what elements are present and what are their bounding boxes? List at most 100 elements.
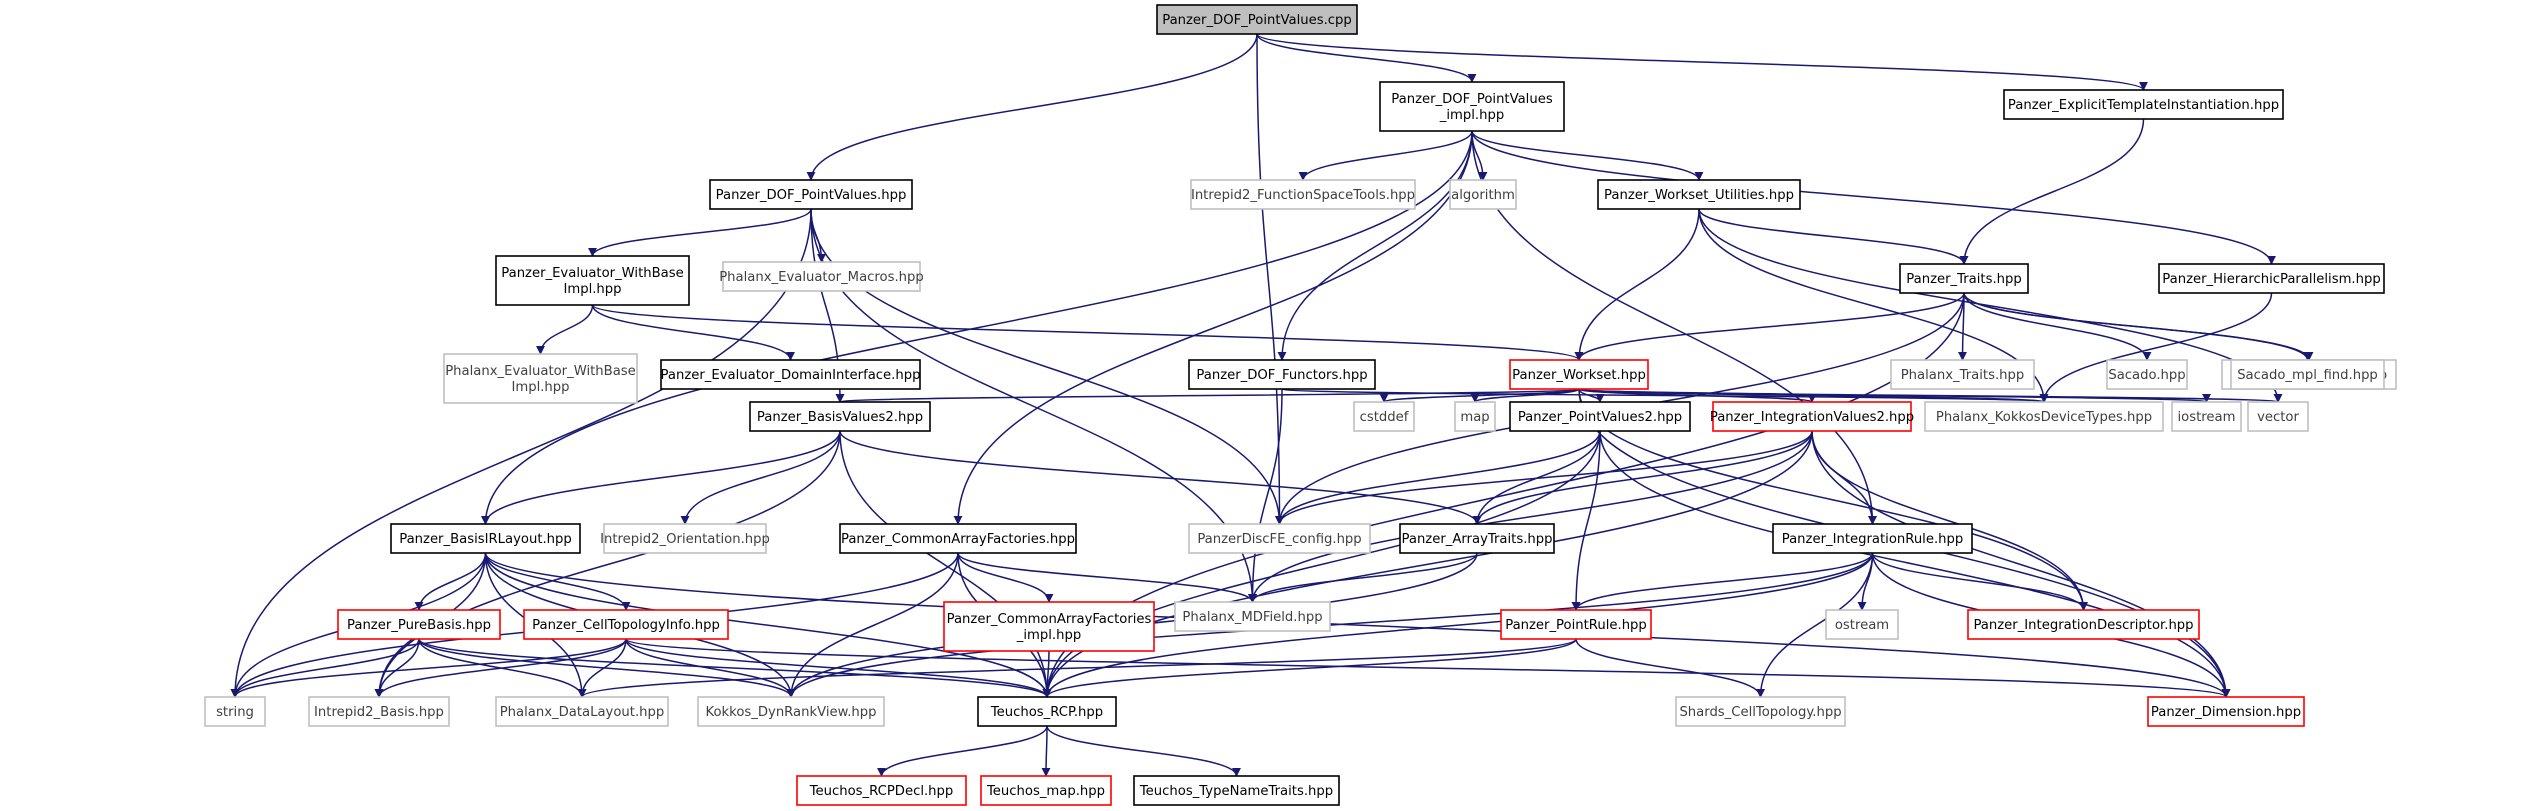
edge-line <box>577 638 1577 698</box>
edge-line <box>230 638 627 698</box>
edge-line <box>1275 430 1601 525</box>
file-node-label: Phalanx_Traits.hpp <box>1901 368 2025 383</box>
file-node[interactable]: Phalanx_Traits.hpp <box>1890 359 2035 390</box>
file-node[interactable]: PanzerDiscFE_config.hpp <box>1188 523 1371 554</box>
file-node-label: Panzer_Workset_Utilities.hpp <box>1604 188 1794 203</box>
file-node[interactable]: Kokkos_DynRankView.hpp <box>697 696 885 727</box>
file-node[interactable]: Phalanx_MDField.hpp <box>1174 601 1331 632</box>
file-node[interactable]: Panzer_CommonArrayFactories.hpp <box>839 523 1077 554</box>
edge-line <box>1275 430 1813 525</box>
file-node[interactable]: Phalanx_Evaluator_Macros.hpp <box>719 261 924 292</box>
dependency-edge <box>1963 292 2152 361</box>
file-node[interactable]: Panzer_PointRule.hpp <box>1500 609 1652 640</box>
file-node[interactable]: Sacado.hpp <box>2106 359 2188 390</box>
file-node-label: Panzer_ExplicitTemplateInstantiation.hpp <box>2008 98 2279 113</box>
file-node[interactable]: ostream <box>1825 609 1899 640</box>
file-node[interactable]: Phalanx_KokkosDeviceTypes.hpp <box>1924 401 2164 432</box>
file-node-box <box>1454 401 1496 432</box>
file-node-box <box>1509 401 1691 432</box>
file-node[interactable]: Panzer_PointValues2.hpp <box>1509 401 1691 432</box>
file-node[interactable]: Panzer_BasisValues2.hpp <box>749 401 931 432</box>
file-node-label: Panzer_DOF_PointValues <box>1391 92 1553 107</box>
file-node[interactable]: iostream <box>2171 401 2242 432</box>
file-node[interactable]: Panzer_DOF_PointValues.hpp <box>709 179 913 210</box>
dependency-edge <box>230 638 627 698</box>
file-node-label: Phalanx_MDField.hpp <box>1182 610 1322 625</box>
dependency-edge <box>1811 430 2231 698</box>
file-node[interactable]: Teuchos_RCPDecl.hpp <box>796 775 967 806</box>
file-node[interactable]: Teuchos_RCP.hpp <box>977 696 1117 727</box>
dependency-edge <box>1256 33 2148 91</box>
file-node-label: map <box>1460 410 1489 425</box>
dependency-edge <box>1277 130 1473 361</box>
file-node-label: string <box>216 705 254 720</box>
dependency-edge <box>680 430 841 525</box>
file-node[interactable]: Panzer_DOF_Functors.hpp <box>1188 359 1376 390</box>
file-node[interactable]: Panzer_CommonArrayFactories_impl.hpp <box>943 601 1155 652</box>
file-node[interactable]: Panzer_Traits.hpp <box>1899 263 2029 294</box>
file-node[interactable]: Intrepid2_Orientation.hpp <box>600 523 770 554</box>
edge-line <box>1575 638 1765 698</box>
edge-line <box>625 638 2231 698</box>
edge-line <box>1256 33 2148 91</box>
file-node[interactable]: map <box>1454 401 1496 432</box>
file-node[interactable]: Panzer_DOF_PointValues_impl.hpp <box>1379 81 1565 132</box>
file-node[interactable]: Sacado_mpl_find.hpp <box>2230 359 2385 390</box>
file-node-label: Kokkos_DynRankView.hpp <box>705 705 876 720</box>
file-node[interactable]: Teuchos_map.hpp <box>980 775 1112 806</box>
dependency-edge <box>374 638 627 698</box>
edge-line <box>1046 725 1241 777</box>
edge-line <box>481 430 841 525</box>
dependency-edge <box>1599 430 2231 698</box>
file-node[interactable]: algorithm <box>1449 179 1517 210</box>
file-node[interactable]: Phalanx_DataLayout.hpp <box>495 696 669 727</box>
file-node-box <box>1500 609 1652 640</box>
dependency-edge <box>1963 292 2312 361</box>
file-node[interactable]: Panzer_ExplicitTemplateInstantiation.hpp <box>2003 89 2284 120</box>
edge-line <box>1470 388 1580 403</box>
file-node-box <box>443 353 638 404</box>
file-node[interactable]: Intrepid2_Basis.hpp <box>308 696 450 727</box>
file-node[interactable]: cstddef <box>1353 401 1415 432</box>
file-node-box <box>977 696 1117 727</box>
edge-line <box>230 638 420 698</box>
file-node[interactable]: Shards_CellTopology.hpp <box>1675 696 1846 727</box>
edge-line <box>953 130 1473 525</box>
file-node[interactable]: Intrepid2_FunctionSpaceTools.hpp <box>1190 179 1416 210</box>
file-node[interactable]: vector <box>2247 401 2309 432</box>
file-node[interactable]: Panzer_IntegrationDescriptor.hpp <box>1967 609 2200 640</box>
file-node[interactable]: Panzer_Workset.hpp <box>1509 359 1649 390</box>
file-node[interactable]: Panzer_HierarchicParallelism.hpp <box>2158 263 2385 294</box>
file-node[interactable]: Panzer_BasisIRLayout.hpp <box>390 523 581 554</box>
file-node-box <box>709 179 913 210</box>
file-node[interactable]: Teuchos_TypeNameTraits.hpp <box>1133 775 1340 806</box>
file-node-box <box>2106 359 2188 390</box>
dependency-edge <box>1472 430 1813 525</box>
dependency-edge <box>1046 725 1241 777</box>
dependency-edge <box>1042 430 1601 698</box>
file-node-label: Intrepid2_Basis.hpp <box>314 705 444 720</box>
file-node-label: vector <box>2257 410 2299 425</box>
edge-line <box>680 430 841 525</box>
file-node[interactable]: Panzer_Evaluator_DomainInterface.hpp <box>660 359 921 390</box>
file-node-label: Panzer_CommonArrayFactories <box>947 612 1152 627</box>
file-node-box <box>1188 359 1376 390</box>
file-node[interactable]: Panzer_PureBasis.hpp <box>337 609 501 640</box>
file-node[interactable]: Panzer_Dimension.hpp <box>2147 696 2305 727</box>
file-node[interactable]: Panzer_ArrayTraits.hpp <box>1399 523 1555 554</box>
file-node[interactable]: Panzer_IntegrationValues2.hpp <box>1710 401 1914 432</box>
file-node[interactable]: string <box>204 696 266 727</box>
edge-line <box>877 725 1048 777</box>
dependency-edge <box>1248 388 1283 603</box>
file-node[interactable]: Panzer_DOF_PointValues.cpp <box>1156 4 1358 35</box>
file-node[interactable]: Panzer_CellTopologyInfo.hpp <box>523 609 729 640</box>
file-node-label: Phalanx_Evaluator_WithBase <box>445 364 636 379</box>
file-node-label: Panzer_Evaluator_WithBase <box>501 266 683 281</box>
file-node-label: Shards_CellTopology.hpp <box>1679 705 1841 720</box>
file-node[interactable]: Panzer_IntegrationRule.hpp <box>1772 523 1973 554</box>
edge-line <box>1963 292 2312 361</box>
dependency-edge <box>877 725 1048 777</box>
file-node[interactable]: Panzer_Workset_Utilities.hpp <box>1597 179 1801 210</box>
